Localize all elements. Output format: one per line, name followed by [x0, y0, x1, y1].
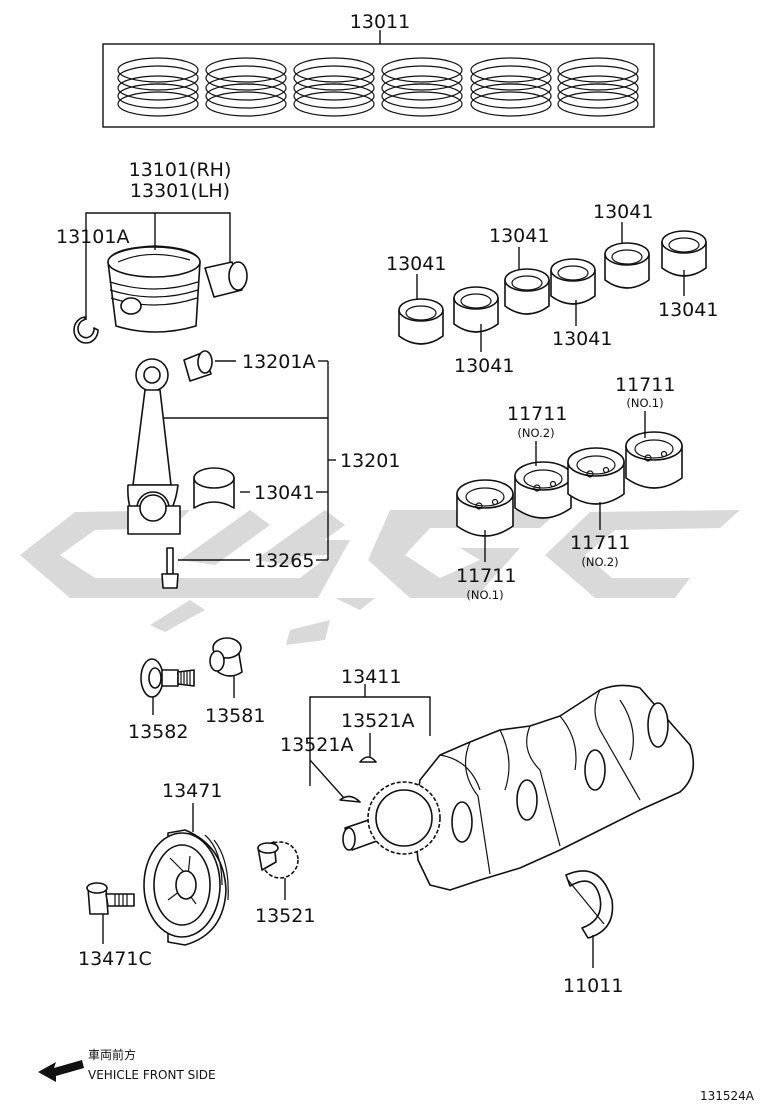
main-bearing-shell — [514, 461, 572, 519]
main-bearing-shell — [625, 431, 683, 489]
thrust-washer — [565, 870, 614, 939]
label-13101a: 13101A — [56, 226, 129, 248]
label-13265: 13265 — [254, 550, 314, 572]
label-13041-e: 13041 — [552, 328, 612, 350]
pulley-bolt — [86, 882, 135, 915]
label-11711-no2-bottom: 11711 — [570, 532, 630, 554]
rod-bearing-shell — [550, 258, 596, 305]
label-13411: 13411 — [341, 666, 401, 688]
rod-bearing-shell — [398, 298, 444, 345]
piston — [107, 245, 201, 333]
piston-snap-ring — [73, 316, 99, 344]
label-13041-b: 13041 — [489, 225, 549, 247]
label-13041-f: 13041 — [454, 355, 514, 377]
main-bearing-shell — [456, 479, 514, 537]
label-11711-no1-bottom: 11711 — [456, 565, 516, 587]
woodruff-key-upper — [359, 756, 377, 763]
piston-ring — [293, 57, 375, 117]
sublabel-no1-bottom: (NO.1) — [466, 588, 503, 602]
piston-ring — [205, 57, 287, 117]
label-13041-rod: 13041 — [254, 482, 314, 504]
rod-bearings-row — [398, 230, 707, 345]
piston-ring — [470, 57, 552, 117]
sublabel-no1-top: (NO.1) — [626, 396, 663, 410]
rod-bearing-shell — [504, 268, 550, 315]
rod-bearing-shell — [453, 286, 499, 333]
front-label-jp: 車両前方 — [88, 1047, 136, 1062]
label-11711-no2-top: 11711 — [507, 403, 567, 425]
figure-code: 131524A — [700, 1089, 755, 1103]
sublabel-no2-top: (NO.2) — [517, 426, 554, 440]
label-13201a: 13201A — [242, 351, 315, 373]
piston-ring — [117, 57, 199, 117]
piston-ring-set — [102, 43, 655, 128]
label-13582: 13582 — [128, 721, 188, 743]
label-13201: 13201 — [340, 450, 400, 472]
label-13581: 13581 — [205, 705, 265, 727]
washer-bolt-13582 — [140, 658, 195, 698]
piston-ring — [557, 57, 639, 117]
rod-bearing-shell — [604, 242, 650, 289]
label-13011: 13011 — [350, 11, 410, 33]
label-13041-a: 13041 — [386, 253, 446, 275]
front-label-en: VEHICLE FRONT SIDE — [88, 1068, 216, 1082]
label-13521a-lower: 13521A — [280, 734, 353, 756]
piston-ring — [381, 57, 463, 117]
main-bearing-shell — [567, 447, 625, 505]
rod-bolt — [161, 547, 179, 589]
crank-timing-gear — [367, 781, 441, 855]
main-bearings-row — [456, 431, 683, 537]
label-13521: 13521 — [255, 905, 315, 927]
label-13521a-upper: 13521A — [341, 710, 414, 732]
sublabel-no2-bottom: (NO.2) — [581, 555, 618, 569]
label-13101rh: 13101(RH) — [129, 159, 232, 181]
label-13041-d: 13041 — [658, 299, 718, 321]
label-11011: 11011 — [563, 975, 623, 997]
watermark-logo — [20, 510, 740, 645]
plate-washer-13581 — [209, 637, 243, 677]
woodruff-key-lower — [339, 795, 361, 803]
rod-bushing — [183, 350, 213, 382]
vehicle-front-arrow-icon — [38, 1060, 84, 1082]
label-13041-c: 13041 — [593, 201, 653, 223]
piston-pin — [204, 261, 248, 298]
rod-bearing-shell — [661, 230, 707, 277]
label-13301lh: 13301(LH) — [130, 180, 230, 202]
crank-pulley — [143, 829, 229, 946]
label-11711-no1-top: 11711 — [615, 374, 675, 396]
rod-bearing — [193, 467, 235, 509]
crank-sprocket — [257, 841, 299, 879]
label-13471: 13471 — [162, 780, 222, 802]
label-13471c: 13471C — [78, 948, 152, 970]
connecting-rod — [127, 358, 181, 535]
